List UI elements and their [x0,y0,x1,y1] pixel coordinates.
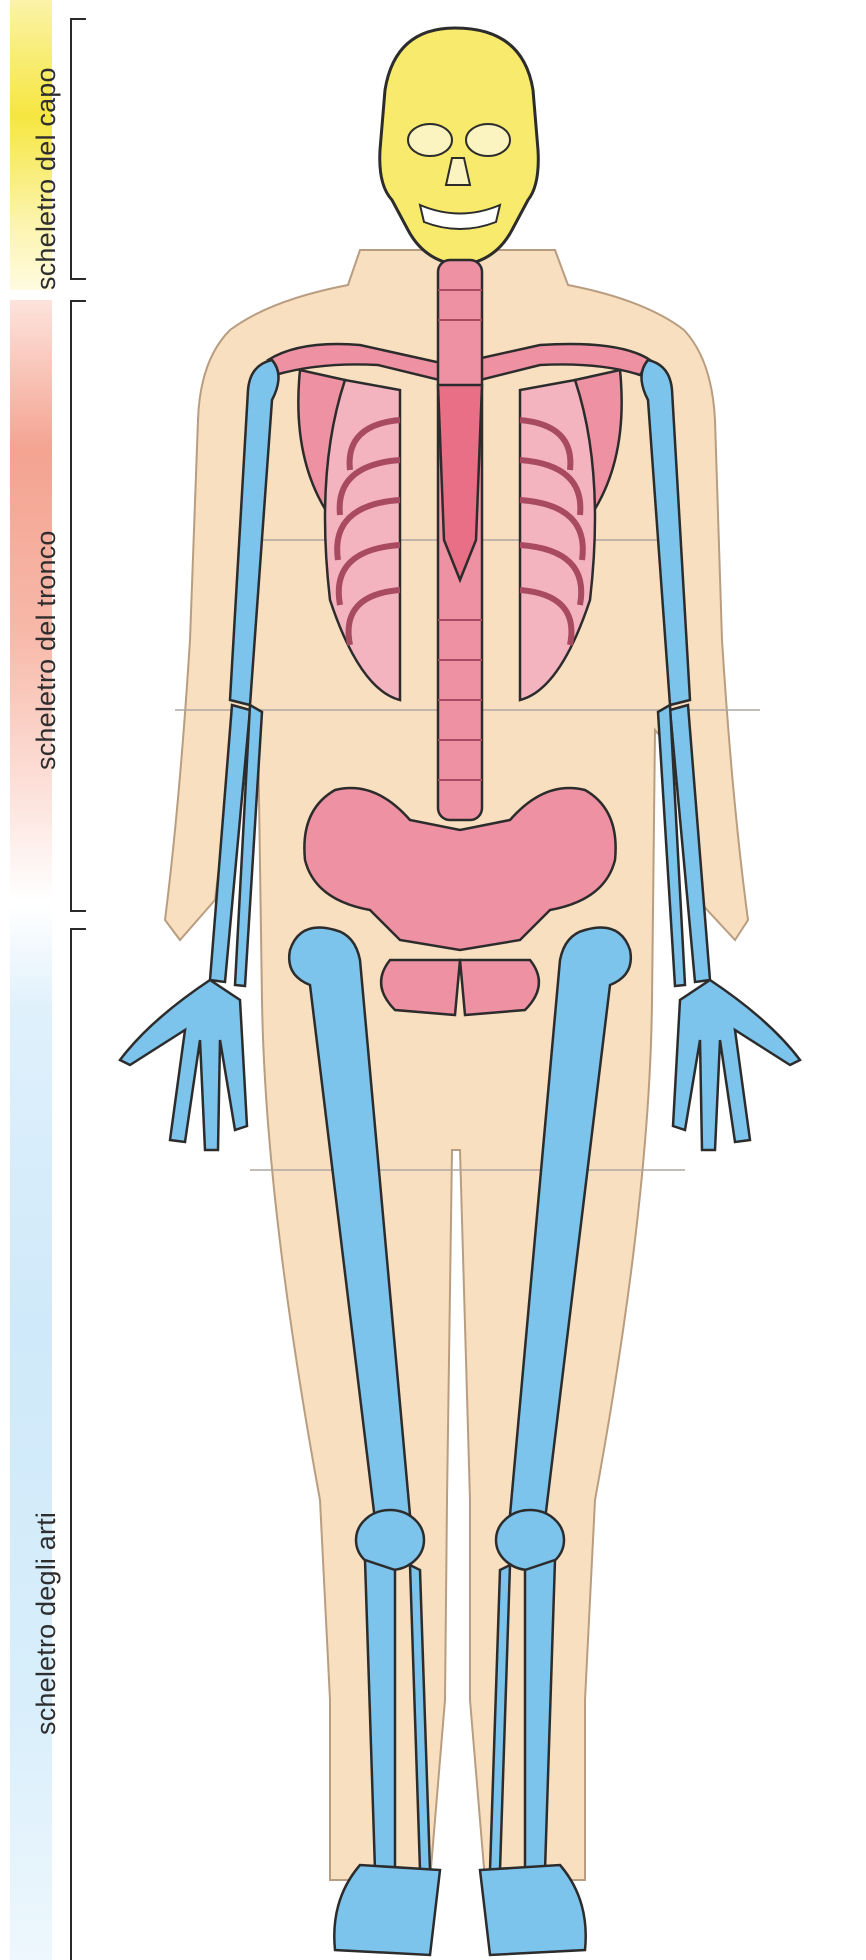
right-foot [480,1865,586,1955]
right-pubis [460,960,539,1015]
skull [380,28,539,265]
right-hand [673,980,800,1150]
left-pubis [381,960,460,1015]
left-foot [334,1865,440,1955]
left-hand [120,980,247,1150]
